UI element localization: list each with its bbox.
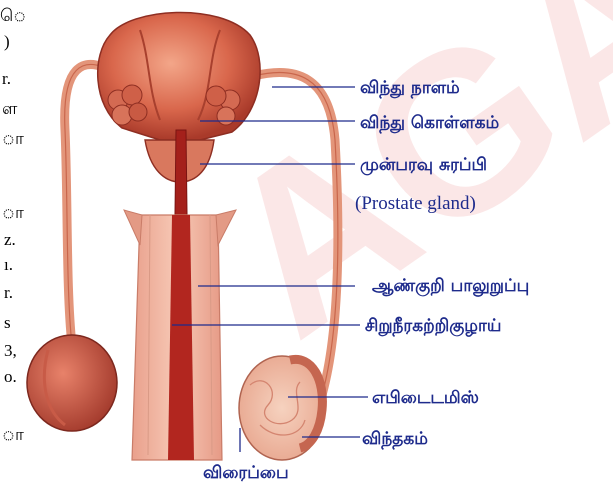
label-prostate: முன்பரவு சுரப்பி [360, 155, 487, 175]
label-vas-deferens: விந்து நாளம் [360, 78, 460, 98]
edge-fragment: ா [2, 203, 24, 222]
edge-fragment: ) [4, 32, 10, 51]
edge-fragment: ı. [4, 255, 13, 274]
edge-fragment: r. [2, 69, 11, 88]
crus-left [124, 210, 142, 245]
label-prostate-en: (Prostate gland) [355, 193, 476, 214]
label-epididymis: எபிடைடமிஸ் [372, 388, 479, 408]
edge-fragment: ெ [0, 6, 26, 25]
penile-urethra [168, 215, 194, 460]
label-seminal-vesicle: விந்து கொள்ளகம் [360, 113, 499, 133]
edge-fragment: ா [2, 425, 24, 444]
label-penis: ஆண்குறி பாலுறுப்பு [372, 276, 529, 296]
label-urethra: சிறுநீரகற்றிகுழாய் [365, 316, 501, 336]
edge-fragment: z. [4, 230, 16, 249]
label-scrotum: விரைப்பை [203, 463, 289, 483]
edge-fragment: ா [2, 129, 24, 148]
edge-fragment: ள [2, 99, 18, 118]
edge-fragment: s [4, 313, 11, 332]
edge-fragment: r. [4, 283, 13, 302]
left-edge-text: ெ ) r. ள ா ா z. ı. r. s 3, o. ா [0, 6, 26, 444]
edge-fragment: o. [4, 367, 17, 386]
label-testis: விந்தகம் [362, 429, 428, 449]
left-testis [27, 335, 117, 431]
edge-fragment: 3, [4, 341, 17, 360]
